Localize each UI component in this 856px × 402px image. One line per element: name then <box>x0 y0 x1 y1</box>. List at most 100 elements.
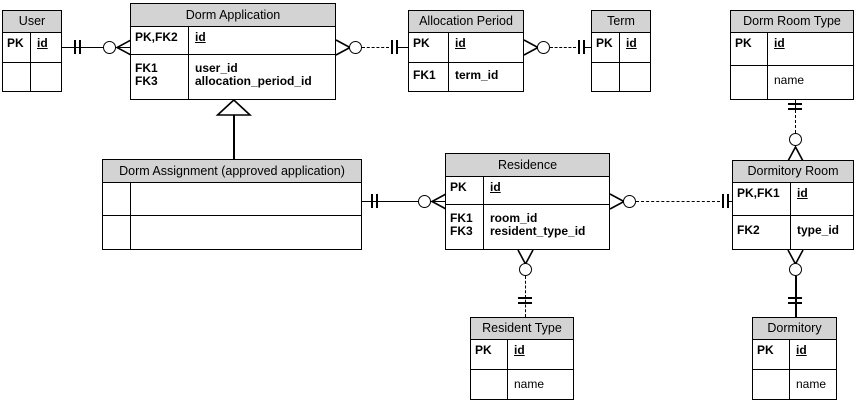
relationship-line-allocationperiod-term <box>550 47 576 48</box>
attr-text: id <box>626 36 637 50</box>
cardinality-exactly-one-dormitoryroom-2 <box>727 194 729 208</box>
attr-cell: user_id allocation_period_id <box>189 55 335 99</box>
attr-cell: name <box>796 377 827 391</box>
attr-text: id <box>490 180 501 194</box>
cardinality-exactly-one-dormitory-2 <box>788 302 802 304</box>
entity-title-dormitory-room: Dormitory Room <box>733 161 853 183</box>
attr-cell: id <box>484 177 609 204</box>
attr-cell: name <box>774 73 805 87</box>
entity-allocation-period[interactable]: Allocation Period PK id FK1 term_id <box>408 10 524 92</box>
relationship-stub-term <box>583 47 592 48</box>
entity-title-residence: Residence <box>446 154 609 177</box>
crowsfoot-dormitoryroom-top <box>787 145 804 162</box>
attr-text: user_id <box>195 61 238 75</box>
key-cell: PK <box>3 33 31 62</box>
entity-term[interactable]: Term PK id <box>591 10 651 92</box>
entity-title-user: User <box>3 11 61 33</box>
cardinality-exactly-one-dormitoryroom <box>722 194 724 208</box>
attr-cell: id <box>189 27 335 54</box>
cardinality-zero-circle-allocation-left <box>349 41 362 54</box>
key-text: FK1 <box>450 211 473 225</box>
key-cell <box>103 183 131 215</box>
crowsfoot-dormapplication-left <box>115 39 132 56</box>
attr-cell: id <box>620 33 650 62</box>
entity-residence[interactable]: Residence PK id FK1 FK3 room_id resident… <box>445 153 610 250</box>
entity-section-pk-term: PK id <box>592 33 650 63</box>
cardinality-exactly-one-residenttype-2 <box>518 302 532 304</box>
relationship-line-dormitoryroom-dormitory <box>795 276 797 317</box>
entity-section-attrs-dormitory: name <box>753 370 836 400</box>
attr-cell: type_id <box>797 223 840 237</box>
attr-cell: room_id resident_type_id <box>484 205 609 249</box>
attr-text: id <box>195 30 206 44</box>
entity-section-pk-residence: PK id <box>446 177 609 205</box>
key-cell: FK1 FK3 <box>131 55 189 99</box>
cardinality-exactly-one-dormassignment <box>371 194 373 208</box>
entity-dormitory-room[interactable]: Dormitory Room PK,FK1 id FK2 type_id <box>732 160 854 250</box>
entity-dormitory[interactable]: Dormitory PK id name <box>752 317 837 400</box>
attr-cell: id <box>768 33 853 65</box>
cardinality-exactly-one-term-2 <box>583 40 585 54</box>
entity-section-attrs-allocation-period: FK1 term_id <box>409 63 523 92</box>
inheritance-line-dormassignment <box>233 113 235 159</box>
entity-section-attrs-resident-type: name <box>471 370 573 400</box>
key-cell: PK,FK1 <box>733 183 791 215</box>
key-cell: PK <box>592 33 620 62</box>
relationship-line-dormapplication-allocationperiod <box>362 47 389 48</box>
entity-title-term: Term <box>592 11 650 33</box>
cardinality-exactly-one-dormroomtype-2 <box>788 108 802 110</box>
attr-cell: term_id <box>455 68 499 82</box>
entity-section-pk-dorm-application: PK,FK2 id <box>131 27 335 55</box>
entity-section-pk-allocation-period: PK id <box>409 33 523 63</box>
key-cell: FK1 FK3 <box>446 205 484 249</box>
entity-title-dormitory: Dormitory <box>753 318 836 340</box>
attr-text: id <box>774 36 785 50</box>
key-cell <box>471 370 508 400</box>
attr-cell: id <box>508 340 573 369</box>
entity-section-attrs-dorm-assignment <box>103 216 361 249</box>
cardinality-zero-circle-dormitoryroom-left <box>623 195 636 208</box>
entity-section-pk-user: PK id <box>3 33 61 63</box>
key-cell: PK <box>409 33 449 62</box>
entity-title-dorm-room-type: Dorm Room Type <box>731 11 853 33</box>
cardinality-exactly-one-residenttype <box>518 297 532 299</box>
attr-cell: id <box>790 340 836 369</box>
attr-cell <box>620 63 650 92</box>
attr-text: id <box>796 343 807 357</box>
entity-title-dorm-application: Dorm Application <box>131 4 335 27</box>
attr-text: id <box>37 36 48 50</box>
key-cell: PK <box>731 33 768 65</box>
cardinality-zero-circle-residence-left <box>418 195 431 208</box>
entity-resident-type[interactable]: Resident Type PK id name <box>470 317 574 400</box>
cardinality-zero-circle-dormitoryroom-bottom <box>789 263 802 276</box>
entity-dorm-room-type[interactable]: Dorm Room Type PK id name <box>730 10 854 100</box>
relationship-line-user-dormapplication <box>62 47 130 48</box>
inheritance-triangle-icon <box>215 98 253 116</box>
attr-text: id <box>514 343 525 357</box>
cardinality-zero-circle-term-left <box>537 41 550 54</box>
attr-text: id <box>455 36 466 50</box>
attr-cell: id <box>791 183 853 215</box>
relationship-stub-allocationperiod <box>396 47 408 48</box>
cardinality-exactly-one-dormitory <box>788 297 802 299</box>
entity-section-attrs-residence: FK1 FK3 room_id resident_type_id <box>446 205 609 249</box>
key-cell <box>3 63 31 92</box>
key-text: FK1 <box>135 61 158 75</box>
entity-section-pk-dormitory-room: PK,FK1 id <box>733 183 853 216</box>
entity-section-pk-dormitory: PK id <box>753 340 836 370</box>
key-cell: PK <box>753 340 790 369</box>
key-cell: FK1 <box>409 63 449 92</box>
relationship-line-residence-residenttype <box>525 276 526 317</box>
relationship-line-dormroomtype-dormitoryroom <box>795 100 796 148</box>
attr-text: resident_type_id <box>490 224 586 238</box>
entity-dorm-application[interactable]: Dorm Application PK,FK2 id FK1 FK3 user_… <box>130 3 336 100</box>
entity-section-attrs-dorm-application: FK1 FK3 user_id allocation_period_id <box>131 55 335 99</box>
entity-user[interactable]: User PK id <box>2 10 62 92</box>
cardinality-zero-circle-residence-bottom <box>519 263 532 276</box>
entity-dorm-assignment[interactable]: Dorm Assignment (approved application) <box>102 159 362 250</box>
attr-text: room_id <box>490 211 538 225</box>
attr-cell: id <box>31 33 61 62</box>
entity-section-attrs-dorm-room-type: name <box>731 66 853 99</box>
attr-cell <box>131 183 361 215</box>
